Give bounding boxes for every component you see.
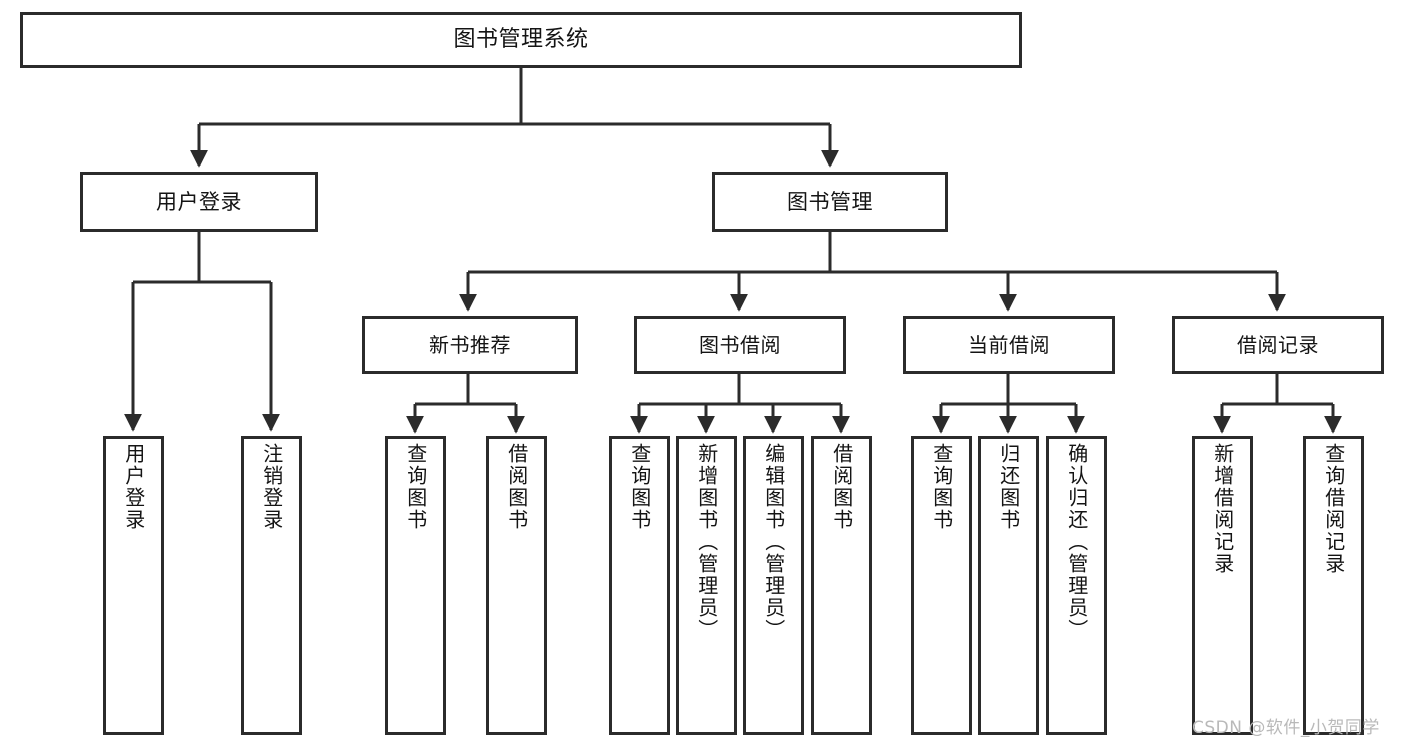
node-root[interactable]: 图书管理系统 <box>20 12 1022 68</box>
node-borrow-records-label: 借阅记录 <box>1237 332 1319 357</box>
node-current-borrow[interactable]: 当前借阅 <box>903 316 1115 374</box>
leaf-newbook-borrow-book[interactable]: 借阅图书 <box>486 436 547 735</box>
node-new-book-recommend-label: 新书推荐 <box>429 332 511 357</box>
node-borrow-records[interactable]: 借阅记录 <box>1172 316 1384 374</box>
leaf-current-query-book[interactable]: 查询图书 <box>911 436 972 735</box>
leaf-current-confirm-return-label: 确认归还（管理员） <box>1064 443 1089 641</box>
leaf-current-query-book-label: 查询图书 <box>929 443 954 531</box>
leaf-login-user-login[interactable]: 用户登录 <box>103 436 164 735</box>
leaf-current-confirm-return[interactable]: 确认归还（管理员） <box>1046 436 1107 735</box>
leaf-login-logout-label: 注销登录 <box>259 443 284 531</box>
leaf-login-user-login-label: 用户登录 <box>121 443 146 531</box>
node-book-management-label: 图书管理 <box>787 189 873 214</box>
leaf-borrow-add-book-label: 新增图书（管理员） <box>694 443 719 641</box>
leaf-borrow-query-book-label: 查询图书 <box>627 443 652 531</box>
node-new-book-recommend[interactable]: 新书推荐 <box>362 316 578 374</box>
watermark: CSDN @软件_小贺同学 <box>1192 718 1380 738</box>
leaf-current-return-book[interactable]: 归还图书 <box>978 436 1039 735</box>
leaf-borrow-lend-book[interactable]: 借阅图书 <box>811 436 872 735</box>
leaf-newbook-query-book-label: 查询图书 <box>403 443 428 531</box>
leaf-login-logout[interactable]: 注销登录 <box>241 436 302 735</box>
leaf-borrow-add-book[interactable]: 新增图书（管理员） <box>676 436 737 735</box>
leaf-borrow-query-book[interactable]: 查询图书 <box>609 436 670 735</box>
node-book-borrow[interactable]: 图书借阅 <box>634 316 846 374</box>
node-root-label: 图书管理系统 <box>453 27 589 53</box>
leaf-borrow-edit-book[interactable]: 编辑图书（管理员） <box>743 436 804 735</box>
node-book-management[interactable]: 图书管理 <box>712 172 948 232</box>
leaf-borrow-edit-book-label: 编辑图书（管理员） <box>761 443 786 641</box>
node-book-borrow-label: 图书借阅 <box>699 332 781 357</box>
node-user-login[interactable]: 用户登录 <box>80 172 318 232</box>
leaf-newbook-borrow-book-label: 借阅图书 <box>504 443 529 531</box>
node-current-borrow-label: 当前借阅 <box>968 332 1050 357</box>
leaf-newbook-query-book[interactable]: 查询图书 <box>385 436 446 735</box>
leaf-records-add-record[interactable]: 新增借阅记录 <box>1192 436 1253 735</box>
leaf-borrow-lend-book-label: 借阅图书 <box>829 443 854 531</box>
leaf-records-query-record[interactable]: 查询借阅记录 <box>1303 436 1364 735</box>
node-user-login-label: 用户登录 <box>156 189 242 214</box>
leaf-records-add-record-label: 新增借阅记录 <box>1210 443 1235 575</box>
leaf-current-return-book-label: 归还图书 <box>996 443 1021 531</box>
leaf-records-query-record-label: 查询借阅记录 <box>1321 443 1346 575</box>
